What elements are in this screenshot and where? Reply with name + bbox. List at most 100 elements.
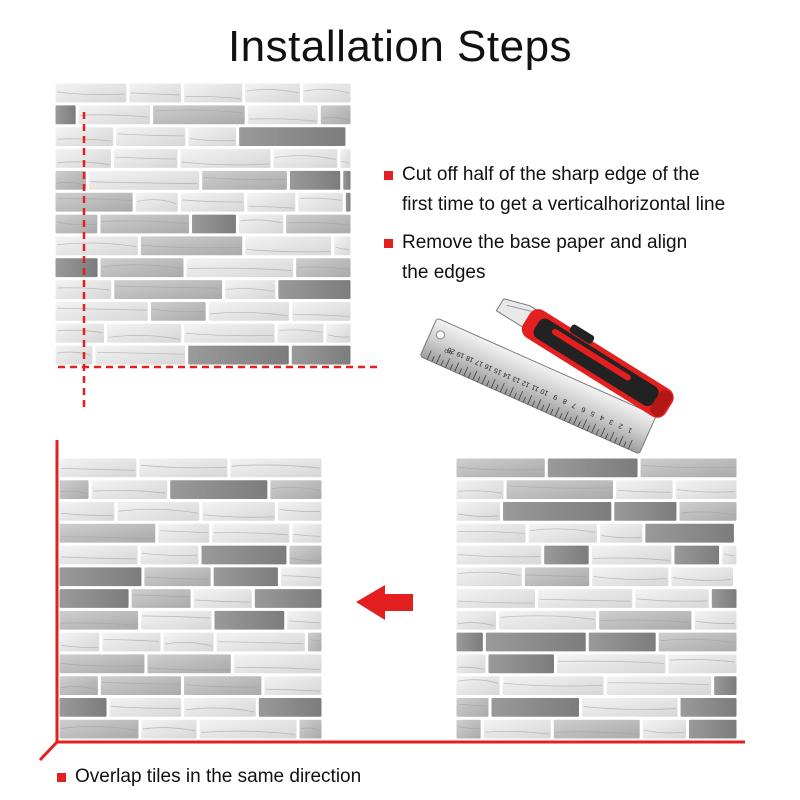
tile xyxy=(641,718,687,740)
tile xyxy=(291,300,352,322)
tile xyxy=(58,675,99,696)
tile xyxy=(613,501,678,522)
tile xyxy=(54,104,77,126)
ruler-tick xyxy=(595,429,599,436)
ruler-tick xyxy=(477,376,481,383)
tile xyxy=(306,631,323,653)
tile-vein xyxy=(185,96,241,100)
tile xyxy=(710,588,738,609)
tile-vein xyxy=(271,486,321,492)
ruler-tick xyxy=(518,391,523,401)
tile xyxy=(169,479,269,501)
tile xyxy=(639,457,738,479)
tile xyxy=(192,588,253,609)
tile xyxy=(333,235,352,257)
tile-vein xyxy=(140,464,226,469)
tile xyxy=(229,457,323,479)
tile xyxy=(501,675,605,696)
tile-vein xyxy=(182,199,243,203)
tile-vein xyxy=(299,197,342,201)
tile xyxy=(523,566,591,588)
tile xyxy=(290,344,352,366)
tile xyxy=(527,522,599,544)
tile-vein xyxy=(642,465,736,469)
ruler-tick xyxy=(577,421,581,427)
tile-vein xyxy=(526,574,588,578)
tile xyxy=(257,696,323,718)
tile xyxy=(587,631,657,653)
tile xyxy=(288,544,323,566)
tile xyxy=(455,501,502,522)
tile xyxy=(215,631,306,653)
tile xyxy=(277,279,352,300)
tile-vein xyxy=(96,351,184,355)
tile-vein xyxy=(457,490,503,494)
tile xyxy=(179,148,272,169)
tile-vein xyxy=(159,530,208,534)
ruler-tick xyxy=(481,374,487,385)
tile xyxy=(99,675,183,696)
tile xyxy=(54,300,149,322)
tile xyxy=(455,675,501,696)
tile xyxy=(455,653,487,675)
ruler-tick xyxy=(426,350,432,360)
tile xyxy=(191,213,237,235)
tile-vein xyxy=(248,205,294,209)
tile-vein xyxy=(457,530,525,534)
tile xyxy=(54,279,113,300)
tile xyxy=(670,566,734,588)
ruler-number: 14 xyxy=(502,370,512,380)
tile-vein xyxy=(235,667,321,670)
tile xyxy=(187,126,238,148)
tile-vein xyxy=(60,467,135,471)
tile xyxy=(634,588,710,609)
tile-vein xyxy=(118,508,198,514)
tile xyxy=(342,169,352,191)
tile xyxy=(200,544,288,566)
tile-vein xyxy=(201,730,296,735)
tile-vein xyxy=(60,556,137,560)
ruler-tick xyxy=(541,404,545,411)
tile xyxy=(143,566,212,588)
tile-vein xyxy=(56,329,103,334)
tile xyxy=(87,169,201,191)
tile-vein xyxy=(210,311,288,317)
tile xyxy=(546,457,639,479)
tile-vein xyxy=(185,684,260,688)
tile xyxy=(139,235,244,257)
red-square-bullet-icon xyxy=(384,239,393,248)
tile-vein xyxy=(279,508,321,512)
tile-vein xyxy=(636,598,708,602)
tile-vein xyxy=(672,577,732,581)
ruler-number: 3 xyxy=(608,417,615,425)
ruler-tick xyxy=(591,423,597,433)
ruler-number: 17 xyxy=(474,358,484,368)
tile-vein xyxy=(530,528,596,533)
tile xyxy=(58,566,143,588)
tile xyxy=(183,82,244,104)
tile xyxy=(54,344,94,366)
tile-vein xyxy=(309,638,321,642)
tile-vein xyxy=(457,571,521,577)
red-square-bullet-icon xyxy=(384,171,393,180)
tile xyxy=(455,696,490,718)
ruler-number: 5 xyxy=(590,409,597,417)
red-square-bullet-icon xyxy=(57,773,66,782)
ruler-number: 15 xyxy=(493,366,503,376)
ruler-tick xyxy=(513,392,517,399)
tile xyxy=(253,588,323,609)
tile xyxy=(657,631,738,653)
tile xyxy=(590,544,673,566)
tile-vein xyxy=(142,552,198,556)
ruler-tick xyxy=(509,386,514,397)
tile xyxy=(673,544,721,566)
tile xyxy=(291,522,323,544)
tile xyxy=(455,544,543,566)
tile xyxy=(152,104,246,126)
tile xyxy=(319,104,352,126)
tile-vein xyxy=(660,638,736,644)
tile xyxy=(455,588,536,609)
tile xyxy=(693,609,738,631)
tile xyxy=(667,653,738,675)
ruler-tick xyxy=(504,388,508,395)
